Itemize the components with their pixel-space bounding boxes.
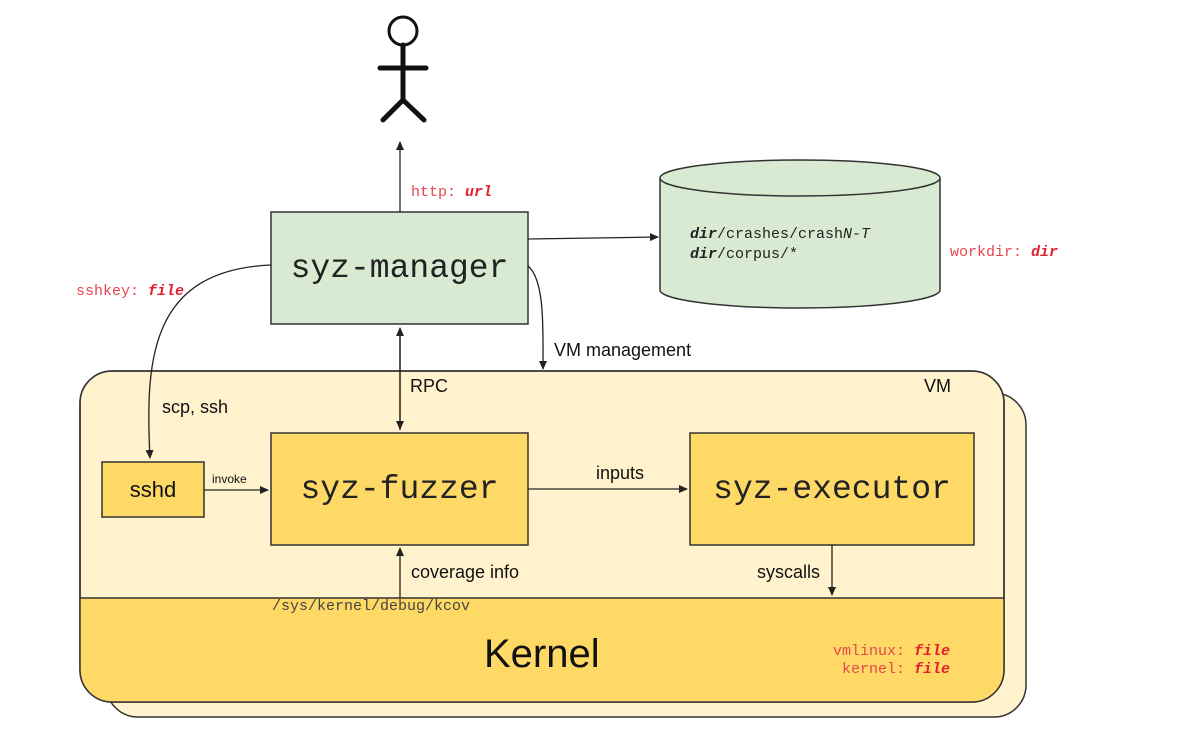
syz-executor-label: syz-executor — [713, 470, 951, 508]
workdir-crashes-line: dir/crashes/crashN-T — [690, 226, 871, 243]
syscalls-label: syscalls — [757, 562, 821, 582]
workdir-config: workdir: dir — [950, 244, 1058, 261]
syz-fuzzer-box — [270, 432, 529, 546]
workdir-config-value: dir — [1031, 244, 1059, 261]
invoke-label: invoke — [212, 472, 247, 486]
vm-label: VM — [924, 376, 951, 396]
kernel-file-config: kernel: file — [841, 661, 950, 678]
kernel-config: vmlinux: file kernel: file — [833, 643, 950, 679]
sshkey-config: sshkey: file — [76, 283, 184, 300]
syz-manager-label: syz-manager — [290, 249, 509, 287]
inputs-label: inputs — [596, 463, 645, 483]
workdir-cylinder — [659, 159, 941, 309]
http-config: http: url — [411, 184, 492, 201]
syz-manager-box — [270, 211, 529, 325]
vm-management-label: VM management — [554, 340, 692, 360]
syz-executor-box — [689, 432, 975, 546]
vmlinux-config: vmlinux: file — [832, 643, 950, 660]
vm-management-arrow — [527, 265, 548, 370]
workdir-contents: dir/crashes/crashN-T dir/corpus/* — [690, 225, 870, 265]
kernel-band — [80, 598, 1004, 702]
sshd-label: sshd — [129, 476, 177, 502]
kernel-label: Kernel — [484, 632, 600, 676]
http-config-value: url — [465, 184, 493, 201]
http-config-key: http: — [411, 184, 466, 201]
syz-fuzzer-label: syz-fuzzer — [300, 470, 499, 508]
workdir-arrow — [527, 233, 659, 242]
scp-ssh-arrow — [145, 264, 272, 459]
sshkey-config-value: file — [148, 283, 185, 300]
user-stick-figure-icon — [377, 15, 429, 123]
kcov-path: /sys/kernel/debug/kcov — [272, 598, 471, 615]
workdir-corpus-line: dir/corpus/* — [690, 246, 799, 263]
sshd-box — [101, 461, 205, 518]
workdir-config-key: workdir: — [950, 244, 1032, 261]
scp-ssh-label: scp, ssh — [162, 397, 229, 417]
sshkey-config-key: sshkey: — [76, 283, 149, 300]
rpc-label: RPC — [410, 376, 449, 396]
coverage-info-label: coverage info — [411, 562, 520, 582]
